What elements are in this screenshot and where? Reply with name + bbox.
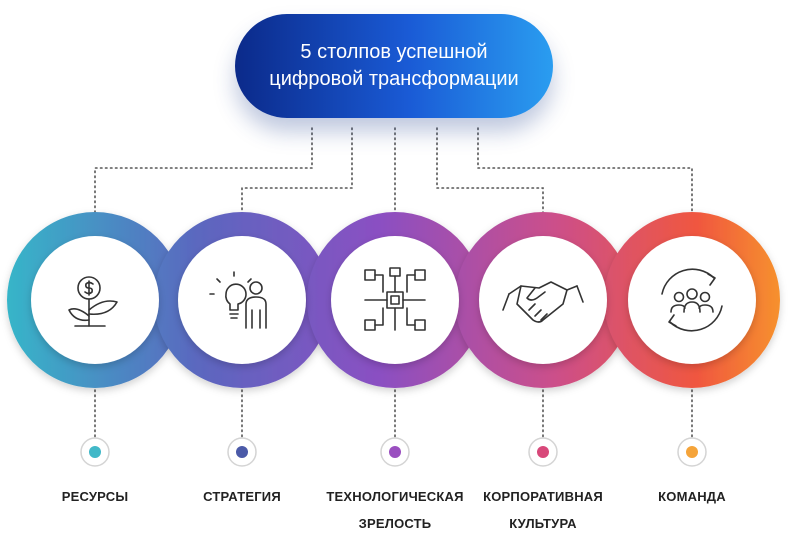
connector-team — [477, 127, 693, 217]
label-line: ТЕХНОЛОГИЧЕСКАЯ — [326, 489, 464, 504]
circuit-network-icon — [364, 267, 426, 331]
handshake-icon — [502, 281, 584, 323]
label-line: ЗРЕЛОСТЬ — [358, 516, 432, 531]
marker-dot — [389, 446, 401, 458]
label-resources: РЕСУРСЫ — [15, 483, 175, 510]
label-line: РЕСУРСЫ — [61, 489, 129, 504]
disc-culture — [479, 236, 607, 364]
connector-lines — [94, 127, 693, 439]
inner-discs — [31, 236, 756, 364]
label-strategy: СТРАТЕГИЯ — [162, 483, 322, 510]
marker-dot — [89, 446, 101, 458]
connector-strategy — [241, 127, 353, 217]
marker-dot — [236, 446, 248, 458]
marker-dot — [686, 446, 698, 458]
team-cycle-icon — [661, 268, 723, 332]
marker-dots — [80, 437, 707, 467]
marker-dot — [537, 446, 549, 458]
label-line: КОРПОРАТИВНАЯ — [483, 489, 603, 504]
title-pill: 5 столпов успешной цифровой трансформаци… — [235, 14, 553, 118]
label-team: КОМАНДА — [612, 483, 772, 510]
title-line-1: 5 столпов успешной — [300, 41, 488, 63]
idea-person-icon — [209, 271, 267, 329]
marker-resources — [80, 437, 110, 467]
marker-team — [677, 437, 707, 467]
marker-culture — [528, 437, 558, 467]
money-plant-icon — [68, 276, 118, 327]
label-technology: ТЕХНОЛОГИЧЕСКАЯ ЗРЕЛОСТЬ — [315, 483, 475, 537]
disc-resources — [31, 236, 159, 364]
title-line-2: цифровой трансформации — [269, 68, 519, 90]
label-line: СТРАТЕГИЯ — [203, 489, 281, 504]
label-line: КУЛЬТУРА — [509, 516, 577, 531]
disc-technology — [331, 236, 459, 364]
disc-team — [628, 236, 756, 364]
disc-strategy — [178, 236, 306, 364]
connector-culture — [436, 127, 544, 217]
label-line: КОМАНДА — [658, 489, 726, 504]
marker-strategy — [227, 437, 257, 467]
marker-technology — [380, 437, 410, 467]
label-culture: КОРПОРАТИВНАЯ КУЛЬТУРА — [463, 483, 623, 537]
connector-resources — [94, 127, 313, 217]
